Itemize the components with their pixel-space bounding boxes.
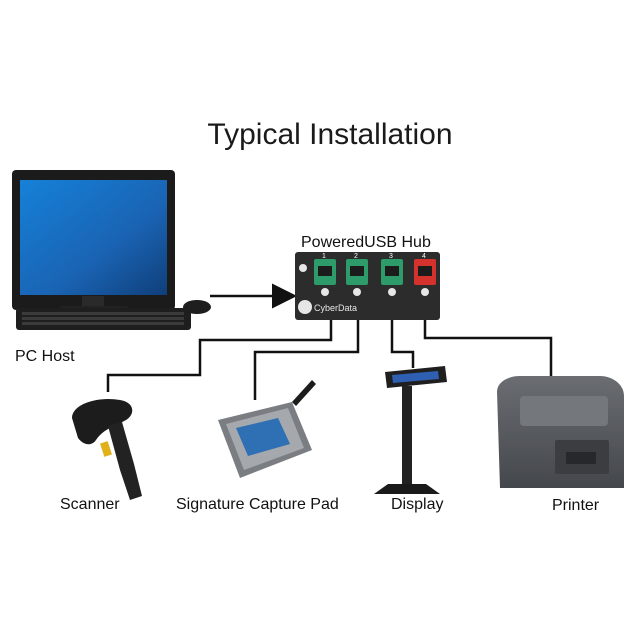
cable-lines	[106, 320, 553, 400]
hub-brand-text: CyberData	[314, 303, 357, 313]
hub-port-number: 3	[389, 253, 393, 260]
printer-icon	[497, 376, 624, 488]
usb-hub-icon	[295, 252, 440, 320]
signature-pad-label: Signature Capture Pad	[176, 496, 339, 513]
signature-pad-icon	[218, 380, 316, 478]
display-label: Display	[391, 496, 444, 513]
pc-host-label: PC Host	[15, 348, 75, 365]
hub-port-number: 4	[422, 253, 426, 260]
diagram-title: Typical Installation	[207, 118, 453, 151]
hub-label: PoweredUSB Hub	[301, 234, 431, 251]
pole-display-icon	[374, 366, 447, 494]
hub-port-number: 1	[322, 253, 326, 260]
pc-host-icon	[12, 170, 211, 330]
scanner-icon	[72, 398, 142, 500]
hub-port-number: 2	[354, 253, 358, 260]
printer-label: Printer	[552, 497, 600, 514]
scanner-label: Scanner	[60, 496, 120, 513]
